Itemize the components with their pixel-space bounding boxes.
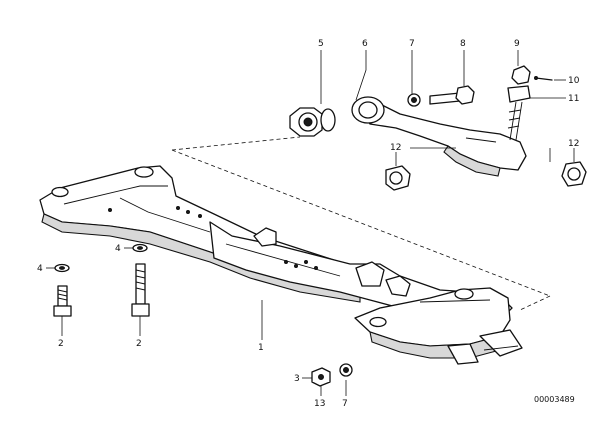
callout-12-left: 12: [390, 143, 401, 153]
reference-dashed-lines: [171, 136, 551, 311]
bolt-left-1: [53, 285, 72, 317]
rubber-buffer-right: [561, 161, 587, 187]
washer-upper-hole: [411, 97, 417, 103]
callout-2-right: 2: [136, 339, 142, 349]
callout-7-upper: 7: [409, 39, 415, 49]
callout-13: 13: [314, 399, 325, 409]
callout-5: 5: [318, 39, 324, 49]
callout-3: 3: [294, 374, 300, 384]
bolt-left-2: [131, 263, 150, 317]
front-axle-carrier: [39, 165, 523, 365]
washer-bottom: [339, 363, 353, 377]
washer-left-1: [54, 263, 70, 273]
rubber-buffer-left: [385, 165, 411, 191]
nut-bottom: [311, 367, 331, 387]
callout-1: 1: [258, 343, 264, 353]
callout-12-right: 12: [568, 139, 579, 149]
callout-8: 8: [460, 39, 466, 49]
callout-9: 9: [514, 39, 520, 49]
callout-11: 11: [568, 94, 579, 104]
hex-bolt-upper: [429, 85, 475, 105]
callout-4-left: 4: [37, 264, 43, 274]
callout-4-right: 4: [115, 244, 121, 254]
clip-pin-end: [534, 76, 538, 80]
carrier-holes: [108, 206, 318, 270]
callout-labels: 1 2 2 3 4 4 5 6 7 8 9 10 11 12 12 13 7: [37, 39, 580, 409]
callout-2-left: 2: [58, 339, 64, 349]
diagram-reference-number: 00003489: [534, 395, 575, 404]
washer-left-2: [132, 243, 148, 253]
callout-10: 10: [568, 76, 580, 86]
rubber-mount: [289, 107, 336, 137]
callout-6: 6: [362, 39, 368, 49]
leader-lines: [46, 50, 575, 396]
ball-joint: [507, 65, 531, 141]
clip-pin: [535, 77, 553, 81]
control-arm: [351, 96, 527, 177]
callout-7-lower: 7: [342, 399, 348, 409]
